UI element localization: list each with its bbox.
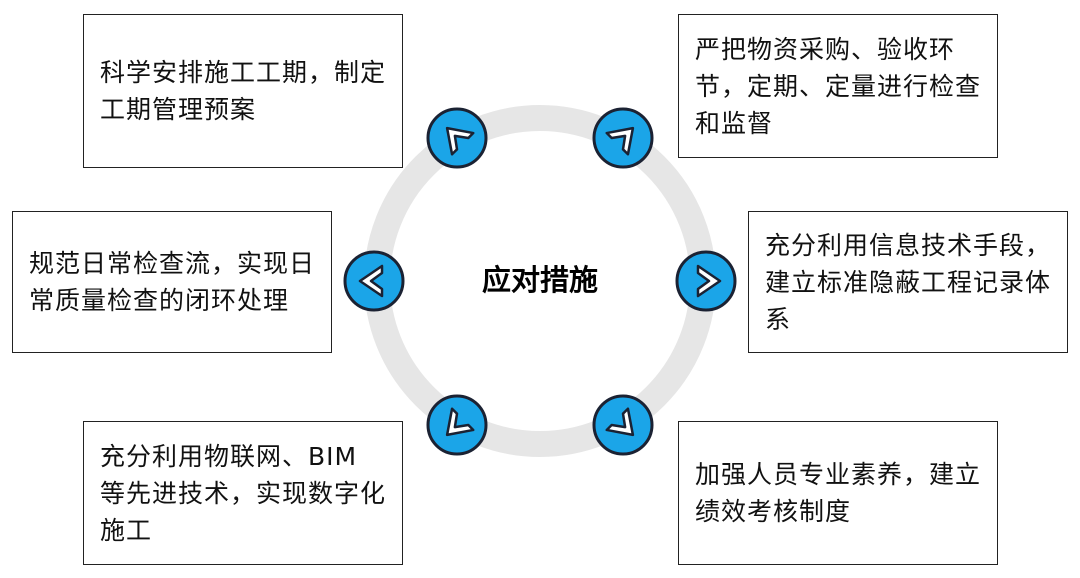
measure-text: 规范日常检查流，实现日常质量检查的闭环处理 (29, 249, 316, 315)
measure-box-mid-right: 充分利用信息技术手段，建立标准隐蔽工程记录体系 (748, 211, 1068, 353)
measure-box-mid-left: 规范日常检查流，实现日常质量检查的闭环处理 (12, 211, 332, 353)
measure-box-bottom-left: 充分利用物联网、BIM 等先进技术，实现数字化施工 (83, 421, 403, 565)
measure-text: 充分利用信息技术手段，建立标准隐蔽工程记录体系 (765, 230, 1052, 334)
down-right-arrow-icon (592, 394, 654, 456)
measure-text: 严把物资采购、验收环节，定期、定量进行检查和监督 (695, 34, 982, 138)
measure-box-top-left: 科学安排施工工期，制定工期管理预案 (83, 14, 403, 168)
down-left-arrow-icon (426, 394, 488, 456)
measure-text: 充分利用物联网、BIM 等先进技术，实现数字化施工 (100, 441, 387, 545)
measure-text: 加强人员专业素养，建立绩效考核制度 (695, 460, 982, 526)
measure-text: 科学安排施工工期，制定工期管理预案 (100, 58, 387, 124)
left-chevron-icon (343, 250, 405, 312)
up-right-arrow-icon (592, 107, 654, 169)
center-label: 应对措施 (481, 263, 598, 297)
right-chevron-icon (675, 250, 737, 312)
measure-box-top-right: 严把物资采购、验收环节，定期、定量进行检查和监督 (678, 14, 998, 158)
up-left-arrow-icon (426, 107, 488, 169)
measure-box-bottom-right: 加强人员专业素养，建立绩效考核制度 (678, 421, 998, 565)
